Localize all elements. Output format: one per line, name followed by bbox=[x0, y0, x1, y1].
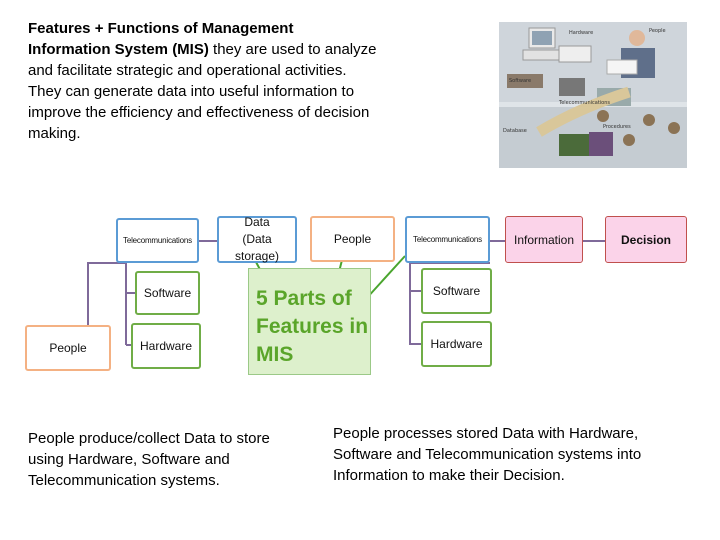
right-hardware-label: Hardware bbox=[430, 337, 483, 351]
right-decision-label: Decision bbox=[620, 232, 671, 247]
mis-components-illustration: Hardware People Software Telecommunicati… bbox=[499, 22, 687, 168]
left-software-node: Software bbox=[135, 271, 200, 315]
left-telecommunications-label: Telecommunications bbox=[123, 236, 192, 245]
left-data-label: Data bbox=[244, 215, 270, 229]
intro-text: Features + Functions of Management Infor… bbox=[28, 18, 378, 144]
left-telecommunications-node: Telecommunications bbox=[116, 218, 199, 263]
center-title-box: 5 Parts of Features in MIS bbox=[248, 268, 371, 375]
left-people-node: People bbox=[25, 325, 111, 371]
left-software-label: Software bbox=[143, 286, 192, 300]
right-information-node: Information bbox=[505, 216, 583, 263]
right-caption: People processes stored Data with Hardwa… bbox=[333, 423, 693, 486]
right-telecommunications-label: Telecommunications bbox=[413, 235, 482, 244]
left-hardware-label: Hardware bbox=[139, 339, 193, 353]
left-data-node: Data (Data storage) bbox=[217, 215, 297, 263]
left-people-label: People bbox=[49, 341, 87, 355]
right-hardware-node: Hardware bbox=[421, 321, 492, 367]
svg-text:Database: Database bbox=[503, 128, 527, 134]
right-telecommunications-node: Telecommunications bbox=[405, 216, 490, 263]
svg-text:Procedures: Procedures bbox=[603, 124, 631, 130]
left-caption: People produce/collect Data to store usi… bbox=[28, 428, 298, 491]
svg-text:Telecommunications: Telecommunications bbox=[558, 100, 610, 106]
right-decision-node: Decision bbox=[605, 216, 687, 263]
center-title: 5 Parts of Features in MIS bbox=[256, 287, 369, 366]
left-data-sub: (Data storage) bbox=[234, 232, 280, 263]
center-people-node: People bbox=[310, 216, 395, 262]
center-people-label: People bbox=[333, 232, 372, 246]
intro-body: they are used to analyze and facilitate … bbox=[28, 41, 377, 142]
left-caption-text: People produce/collect Data to store usi… bbox=[28, 430, 270, 489]
svg-text:Software: Software bbox=[509, 78, 531, 84]
right-software-node: Software bbox=[421, 268, 492, 314]
right-caption-text: People processes stored Data with Hardwa… bbox=[333, 425, 642, 484]
intro-title: Features + Functions of Management Infor… bbox=[28, 20, 294, 58]
right-software-label: Software bbox=[432, 284, 481, 298]
right-information-label: Information bbox=[513, 232, 575, 247]
left-hardware-node: Hardware bbox=[131, 323, 201, 369]
svg-text:Hardware: Hardware bbox=[569, 30, 593, 36]
svg-text:People: People bbox=[649, 28, 666, 34]
